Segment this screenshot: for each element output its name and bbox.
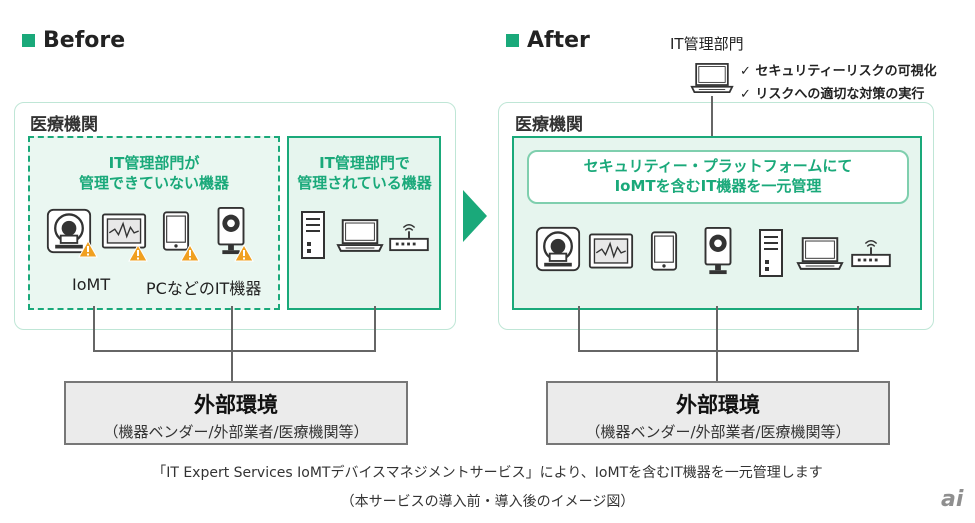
- it-dept-label: IT管理部門: [670, 35, 744, 53]
- laptop-icon: [336, 218, 384, 253]
- camera-icon: [703, 226, 733, 276]
- warning-icon: [180, 244, 200, 262]
- connector-line: [93, 350, 376, 352]
- server-tower-icon: [758, 228, 784, 278]
- laptop-icon: [690, 58, 734, 98]
- benefit-countermeasures: ✓ リスクへの適切な対策の実行: [740, 87, 925, 102]
- before-org-label: 医療機関: [30, 115, 98, 135]
- connector-line: [578, 350, 859, 352]
- connector-line: [93, 306, 95, 351]
- server-tower-icon: [300, 210, 326, 260]
- connector-line: [578, 306, 580, 351]
- after-external-box: 外部環境 （機器ベンダー/外部業者/医療機関等）: [546, 381, 890, 445]
- watermark-logo: ai: [941, 487, 964, 512]
- router-icon: [388, 220, 430, 252]
- before-external-box: 外部環境 （機器ベンダー/外部業者/医療機関等）: [64, 381, 408, 445]
- benefit-visualization: ✓ セキュリティーリスクの可視化: [740, 64, 937, 79]
- mri-scanner-icon: [535, 226, 581, 272]
- before-heading: Before: [22, 28, 125, 53]
- after-org-label: 医療機関: [515, 115, 583, 135]
- iomt-label: IoMT: [72, 275, 111, 294]
- router-icon: [850, 236, 892, 268]
- warning-icon: [128, 244, 148, 262]
- heading-marker: [506, 34, 519, 47]
- after-heading: After: [506, 28, 590, 53]
- tablet-icon: [650, 230, 678, 272]
- connector-line: [716, 306, 718, 382]
- connector-line: [857, 306, 859, 351]
- arrow-right-icon: [463, 190, 487, 242]
- connector-line: [374, 306, 376, 351]
- connector-line: [711, 96, 713, 136]
- managed-devices-caption: IT管理部門で 管理されている機器: [297, 154, 432, 192]
- pc-devices-label: PCなどのIT機器: [146, 279, 262, 298]
- platform-banner: セキュリティー・プラットフォームにて IoMTを含むIT機器を一元管理: [527, 150, 909, 204]
- monitor-icon: [588, 232, 634, 270]
- caption-main: 「IT Expert Services IoMTデバイスマネジメントサービス」に…: [152, 465, 823, 481]
- laptop-icon: [796, 236, 844, 271]
- connector-line: [231, 306, 233, 382]
- warning-icon: [234, 244, 254, 262]
- caption-sub: （本サービスの導入前・導入後のイメージ図）: [340, 494, 635, 510]
- heading-marker: [22, 34, 35, 47]
- warning-icon: [78, 240, 98, 258]
- unmanaged-devices-caption: IT管理部門が 管理できていない機器: [78, 154, 229, 192]
